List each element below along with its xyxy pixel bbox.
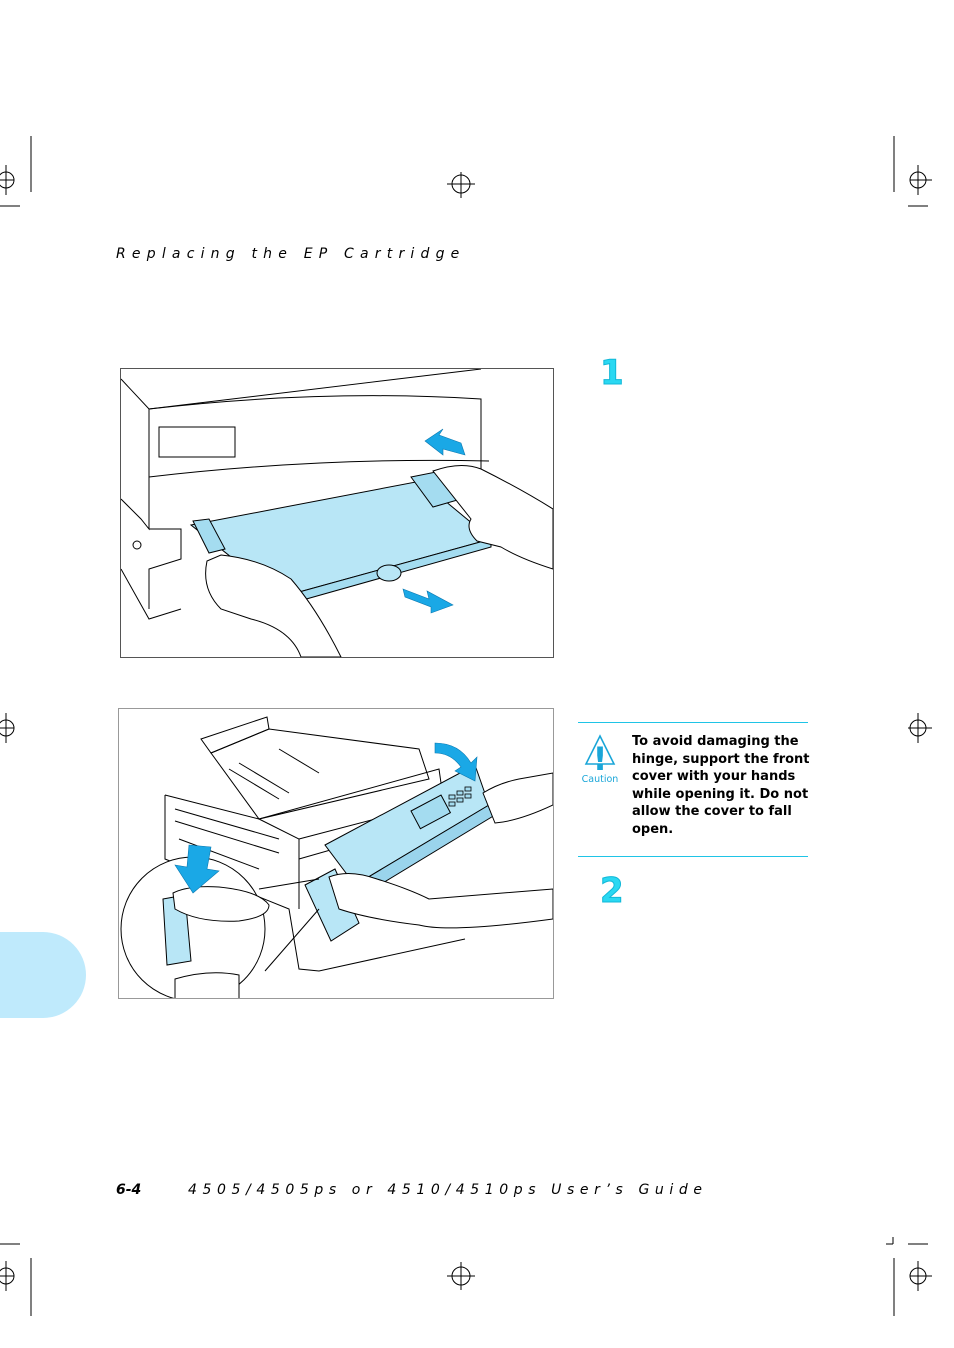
- figure-open-front-cover: [118, 708, 554, 1002]
- caution-text: To avoid damaging the hinge, support the…: [632, 734, 810, 837]
- running-header: Replacing the EP Cartridge: [116, 246, 466, 262]
- step-number-2: 2: [600, 871, 625, 911]
- printer-tray-illustration: [120, 368, 554, 658]
- svg-text:!: !: [593, 740, 608, 774]
- book-title: 4505/4505ps or 4510/4510ps User’s Guide: [188, 1182, 708, 1198]
- caution-bottom-rule: [578, 856, 808, 857]
- printer-cover-illustration: [120, 716, 554, 1002]
- step-number-1: 1: [600, 353, 625, 393]
- caution-label: Caution: [581, 774, 619, 785]
- figure-remove-tray: [120, 368, 554, 658]
- page-number: 6-4: [116, 1182, 142, 1198]
- caution-top-rule: [578, 722, 808, 723]
- caution-icon: !: [584, 734, 616, 774]
- chapter-tab: [0, 932, 86, 1018]
